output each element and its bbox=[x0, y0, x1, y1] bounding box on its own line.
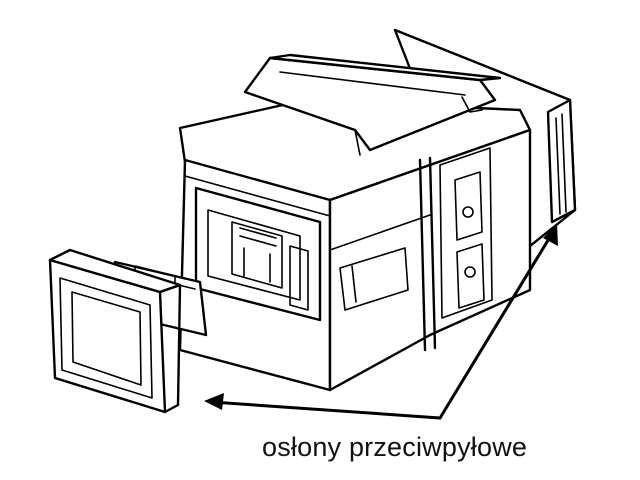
callout-arrows bbox=[204, 224, 558, 420]
coupler-front-face bbox=[178, 158, 332, 392]
coupler-side-face bbox=[328, 128, 532, 392]
coupler-top-cover bbox=[178, 53, 532, 202]
dust-caps-caption: osłony przeciwpyłowe bbox=[262, 432, 528, 462]
dust-cap-left bbox=[48, 248, 208, 414]
